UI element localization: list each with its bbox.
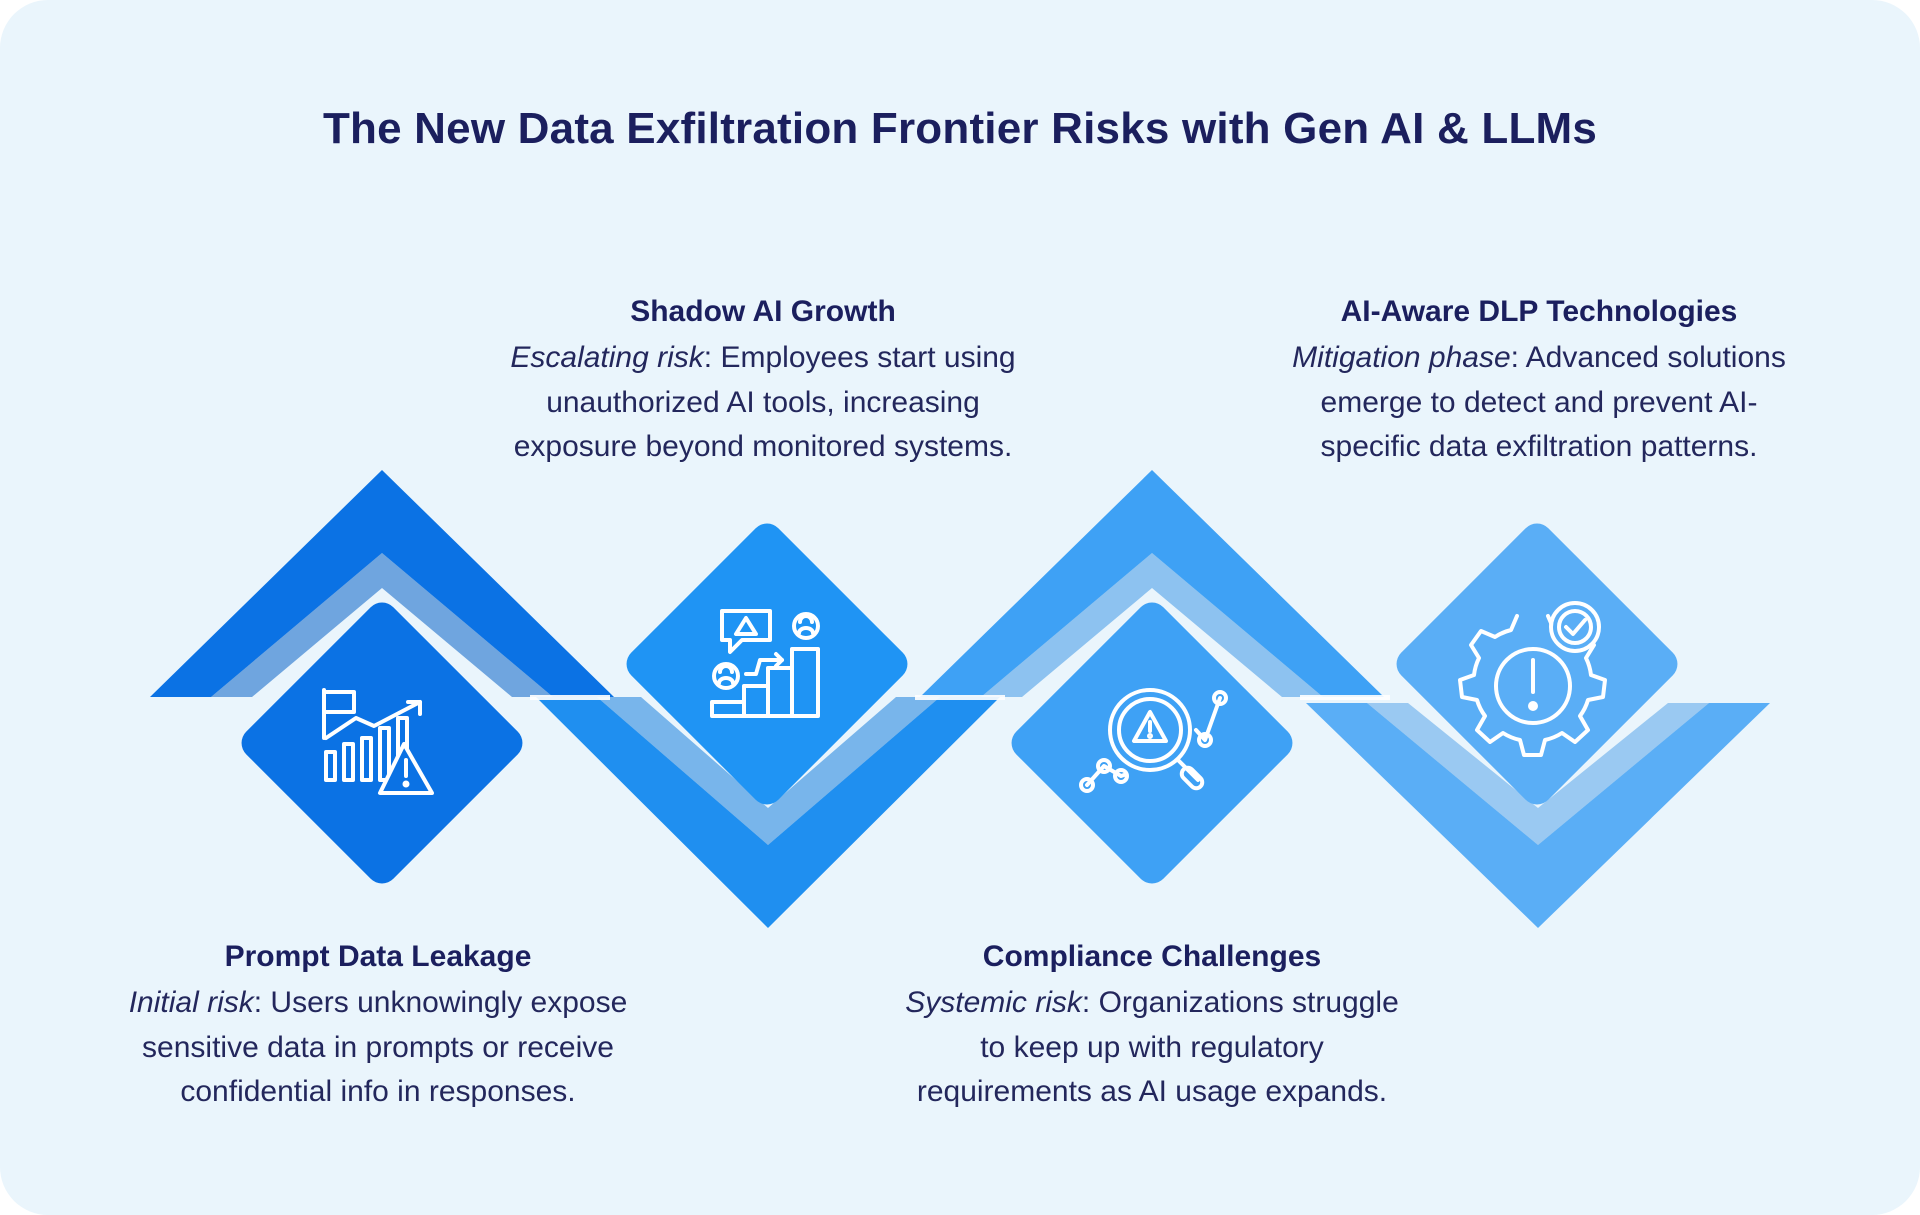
stage-lead: Escalating risk	[510, 341, 704, 374]
stage-desc-line: specific data exfiltration patterns.	[1320, 430, 1758, 463]
stage-heading: AI-Aware DLP Technologies	[1340, 295, 1738, 328]
chevron-segment-4	[1306, 703, 1770, 928]
stage-description: Systemic risk: Organizations struggle to…	[832, 981, 1472, 1115]
stage-lead: Initial risk	[128, 986, 254, 1019]
stage-desc-line: requirements as AI usage expands.	[916, 1075, 1388, 1108]
stage-desc-line: : Employees start using	[703, 341, 1016, 374]
stage-description: Escalating risk: Employees start using u…	[463, 336, 1063, 470]
stage-3-text: Compliance Challenges Systemic risk: Org…	[832, 935, 1472, 1115]
stage-desc-line: confidential info in responses.	[180, 1075, 576, 1108]
stage-heading: Shadow AI Growth	[630, 295, 896, 328]
stage-heading: Prompt Data Leakage	[224, 940, 532, 973]
chevron-segment-2	[536, 697, 1000, 928]
stage-lead: Systemic risk	[905, 986, 1082, 1019]
stage-heading: Compliance Challenges	[982, 940, 1322, 973]
chart-warning-icon	[322, 688, 434, 795]
stage-4-text: AI-Aware DLP Technologies Mitigation pha…	[1219, 290, 1859, 470]
stage-4-diamond	[1396, 523, 1678, 805]
stage-1-text: Prompt Data Leakage Initial risk: Users …	[78, 935, 678, 1115]
page-title: The New Data Exfiltration Frontier Risks…	[322, 104, 1598, 153]
users-growth-warning-icon	[710, 609, 820, 718]
gear-check-alert-icon	[1458, 601, 1607, 757]
chevron-segment-3	[920, 470, 1384, 697]
chevron-segment-1	[150, 470, 614, 697]
stage-description: Initial risk: Users unknowingly expose s…	[78, 981, 678, 1115]
stage-2-text: Shadow AI Growth Escalating risk: Employ…	[463, 290, 1063, 470]
stage-desc-line: exposure beyond monitored systems.	[513, 430, 1013, 463]
magnifier-warning-icon	[1079, 688, 1228, 793]
stage-desc-line: emerge to detect and prevent AI-	[1320, 385, 1758, 419]
stage-lead: Mitigation phase	[1292, 341, 1511, 374]
stage-desc-line: to keep up with regulatory	[980, 1030, 1324, 1064]
stage-desc-line: : Organizations struggle	[1081, 986, 1399, 1019]
stage-description: Mitigation phase: Advanced solutions eme…	[1219, 336, 1859, 470]
stage-desc-line: : Advanced solutions	[1510, 341, 1786, 374]
stage-desc-line: sensitive data in prompts or receive	[142, 1030, 614, 1064]
connector-line	[915, 695, 1005, 700]
stage-desc-line: : Users unknowingly expose	[253, 986, 628, 1019]
stage-2-diamond	[626, 523, 908, 805]
connector-line	[1300, 695, 1390, 700]
connector-line	[530, 695, 610, 700]
stage-desc-line: unauthorized AI tools, increasing	[546, 385, 980, 419]
